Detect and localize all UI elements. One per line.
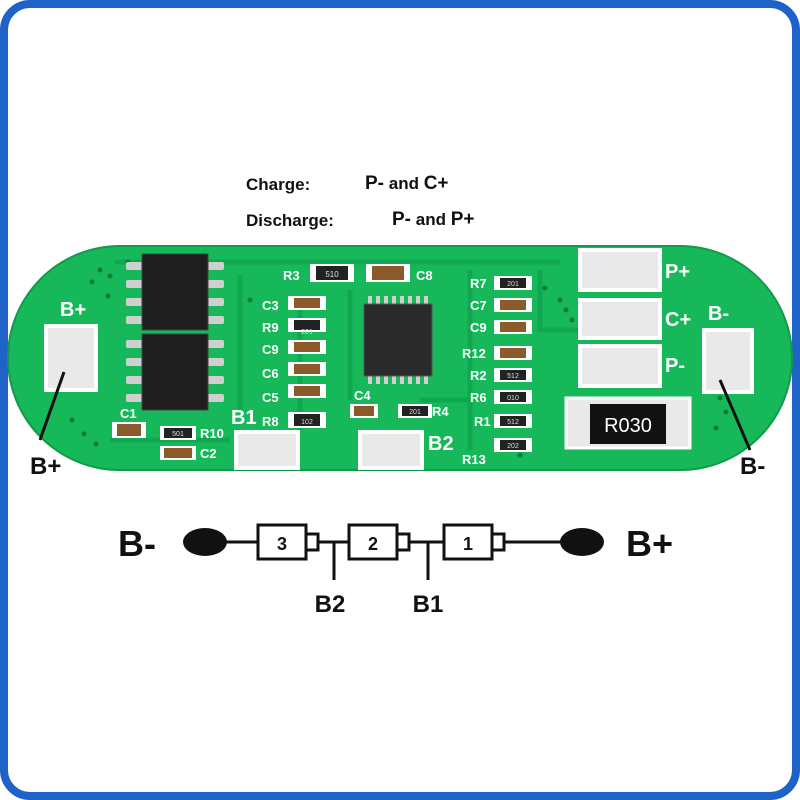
silk-b2: B2 [428,433,454,455]
charge-label: Charge: [246,175,311,194]
charge-p-minus: P- [365,173,384,194]
mosfet-lower [126,333,224,411]
silk-c9-right: C9 [470,320,487,335]
r9-code: 201 [301,329,313,336]
terminal-right [560,528,604,556]
silk-c1: C1 [120,406,137,421]
silk-c7: C7 [470,298,487,313]
cell-1: 1 [442,523,506,561]
pad-c-plus [578,298,662,340]
silk-r4: R4 [432,404,449,419]
charge-value: P- and C+ [365,173,449,195]
silk-r12: R12 [462,346,486,361]
smd-left-column: 201 102 [288,296,326,428]
silk-b1: B1 [231,407,257,429]
silk-c-plus: C+ [665,309,691,331]
mosfet-upper [126,253,224,331]
silk-r10: R10 [200,426,224,441]
protection-ic [363,296,433,384]
schematic-b-plus: B+ [626,523,673,564]
pad-b-minus [702,328,754,394]
cell-1-label: 1 [463,534,473,554]
r10-code: 501 [172,431,184,438]
r13-code: 202 [507,443,519,450]
terminal-left [183,528,227,556]
r2-code: 512 [507,373,519,380]
silk-c8: C8 [416,268,433,283]
tap-b2-label: B2 [315,591,346,618]
callout-line-b-minus [718,379,752,451]
silk-c5: C5 [262,390,279,405]
silk-r1: R1 [474,414,491,429]
silk-r13: R13 [462,452,486,467]
r3-code: 510 [325,270,339,279]
charge-and: and [388,174,419,193]
cell-3-label: 3 [277,534,287,554]
silkscreen-labels: B+ B1 B2 P+ C+ B- P- R3 C8 C3 R9 C9 C6 C… [60,261,729,467]
silk-r6: R6 [470,390,487,405]
tap-b1-label: B1 [413,591,444,618]
schematic-b-minus: B- [118,523,156,564]
cell-3: 3 [256,523,320,561]
r4-code: 201 [409,409,421,416]
pad-b1 [234,430,300,470]
smd-top: 510 201 501 [112,264,432,460]
silk-c2: C2 [200,446,217,461]
silk-r9: R9 [262,320,279,335]
discharge-p-minus: P- [392,209,411,230]
smd-right-column: 201 512 010 512 202 [494,276,532,452]
silk-c4: C4 [354,388,371,403]
silk-b-plus: B+ [60,299,86,321]
discharge-value: P- and P+ [392,209,474,231]
discharge-and: and [415,210,446,229]
pad-p-minus [578,344,662,388]
silk-b-minus: B- [708,303,729,325]
silk-r7: R7 [470,276,487,291]
silk-p-minus: P- [665,355,685,377]
r6-code: 010 [507,395,519,402]
charge-line: Charge: [246,175,310,195]
cell-2-label: 2 [368,534,378,554]
pcb-vias [69,259,729,458]
silk-p-plus: P+ [665,261,690,283]
callout-b-minus: B- [740,453,765,480]
charge-c-plus: C+ [423,173,449,194]
shunt-resistor: R030 [564,396,692,450]
silk-r8: R8 [262,414,279,429]
silk-c6: C6 [262,366,279,381]
pad-b-plus [44,324,98,392]
callout-b-plus: B+ [30,453,61,480]
pad-p-plus [578,248,662,292]
solder-pads [44,248,754,470]
callout-line-b-plus [38,371,66,441]
cell-schematic: 3 2 1 B2 B1 B- B+ [118,523,673,618]
silk-c3: C3 [262,298,279,313]
r8-code: 102 [301,419,313,426]
cell-2: 2 [347,523,411,561]
silk-r3: R3 [283,268,300,283]
silk-r2: R2 [470,368,487,383]
r1-code: 512 [507,419,519,426]
discharge-line: Discharge: [246,211,334,231]
shunt-marking: R030 [604,415,652,437]
r7-code: 201 [507,281,519,288]
discharge-label: Discharge: [246,211,334,230]
pad-b2 [358,430,424,470]
silk-c9-left: C9 [262,342,279,357]
discharge-p-plus: P+ [450,209,475,230]
